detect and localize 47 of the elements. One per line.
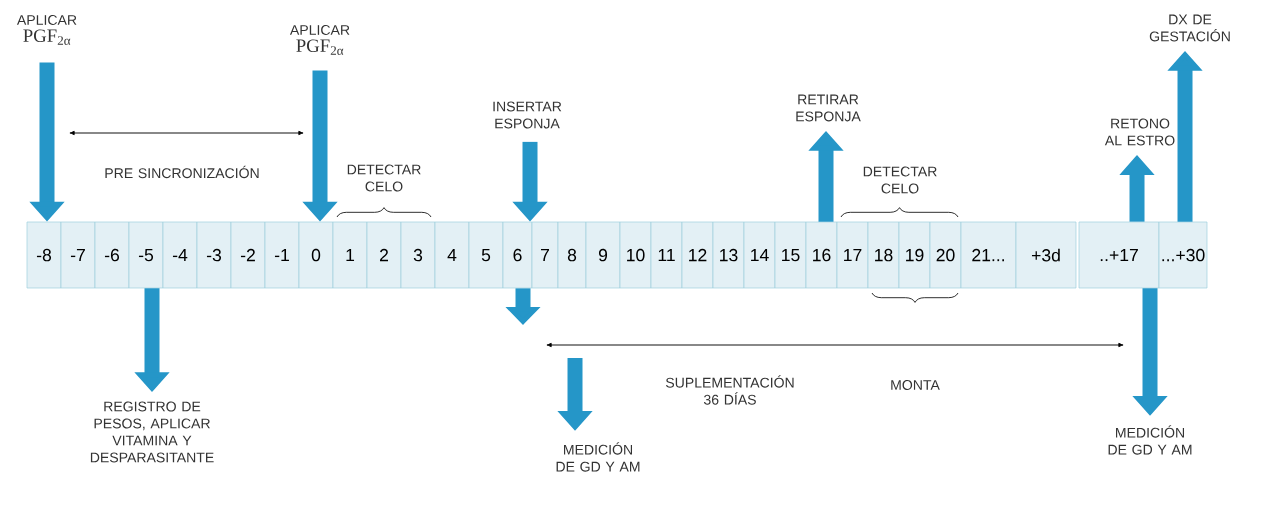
timeline-cell: 9 [585,221,621,289]
timeline-cell: 14 [743,221,776,289]
timeline-cell: -8 [26,221,62,289]
timeline-cell: 5 [468,221,504,289]
event-label: APLICAR PGF$_{2α}$ [16,15,77,45]
event-label: APLICAR PGF$_{2α}$ [289,25,350,55]
timeline-cell: +3d [1015,221,1077,289]
timeline-cell: 19 [898,221,931,289]
event-label: INSERTAR ESPONJA [493,101,562,129]
timeline-cell: 15 [774,221,807,289]
timeline-cell: 18 [867,221,900,289]
timeline-cell: 12 [681,221,714,289]
timeline-cell: 13 [712,221,745,289]
timeline-cell: -6 [94,221,130,289]
timeline-cell: -2 [230,221,266,289]
timeline-cell: 0 [298,221,334,289]
timeline-cell: 6 [502,221,533,289]
timeline-cell: -5 [128,221,164,289]
timeline-cell: 16 [805,221,838,289]
event-label: RETIRAR ESPONJA [796,94,861,122]
timeline-cell: 20 [929,221,962,289]
annotation-text: SUPLEMENTACIÓN 36 DÍAS [665,375,794,405]
timeline-cell: 3 [400,221,436,289]
event-label: REGISTRO DE PESOS, APLICAR VITAMINA Y DESPARASITANTE [90,401,214,463]
annotation-text: PRE SINCRONIZACIÓN [105,165,259,179]
timeline-cell: 21... [960,221,1017,289]
annotation-text: MONTA [891,380,940,390]
timeline-cell: ..+17 [1078,221,1160,289]
timeline-cell: ...+30 [1158,221,1208,289]
timeline-cell: 10 [619,221,652,289]
timeline-cell: 2 [366,221,402,289]
timeline-cell: -3 [196,221,232,289]
timeline-cell: 8 [557,221,587,289]
timeline-cell: -7 [60,221,96,289]
event-label: MEDICIÓN DE GD Y AM [1108,425,1192,455]
annotation-text: DETECTAR CELO [347,164,421,192]
timeline-cell: 1 [332,221,368,289]
event-label: MEDICIÓN DE GD Y AM [556,442,640,472]
timeline-cell: -4 [162,221,198,289]
timeline-cell: 7 [531,221,559,289]
annotation-text: DETECTAR CELO [863,166,937,194]
event-label: DX DE GESTACIÓN [1149,14,1230,42]
timeline-cell: 4 [434,221,470,289]
timeline-cell: 11 [650,221,683,289]
timeline-cell: -1 [264,221,300,289]
event-label: RETONO AL ESTRO [1104,118,1175,146]
timeline-cell: 17 [836,221,869,289]
